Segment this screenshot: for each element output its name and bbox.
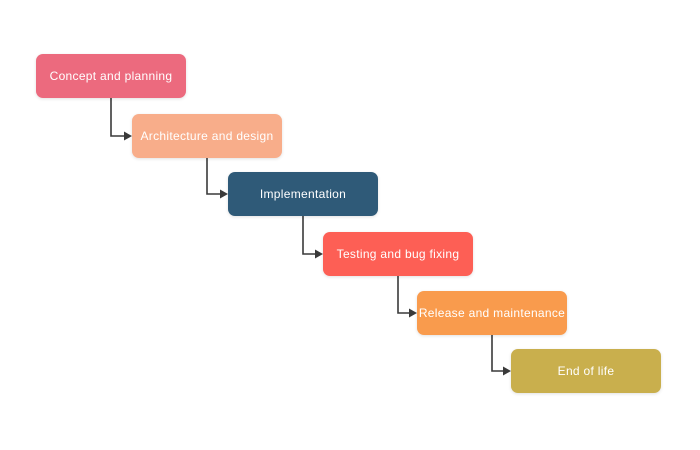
arrowhead-icon <box>220 189 228 199</box>
connector-arrow-1 <box>110 98 132 141</box>
stage-box-testing-and-bug-fixing[interactable]: Testing and bug fixing <box>323 232 473 276</box>
stage-box-architecture-and-design[interactable]: Architecture and design <box>132 114 282 158</box>
connector-arrow-5 <box>491 335 511 376</box>
stage-label: Architecture and design <box>140 128 274 143</box>
stage-box-concept-and-planning[interactable]: Concept and planning <box>36 54 186 98</box>
stage-label: Release and maintenance <box>418 305 566 320</box>
arrowhead-icon <box>315 249 323 259</box>
stage-label: Implementation <box>259 186 347 201</box>
arrowhead-icon <box>124 131 132 141</box>
stage-box-release-and-maintenance[interactable]: Release and maintenance <box>417 291 567 335</box>
stage-label: Testing and bug fixing <box>336 246 460 261</box>
stage-label: End of life <box>557 363 615 378</box>
connector-arrow-2 <box>206 158 228 199</box>
stage-label: Concept and planning <box>49 68 173 83</box>
stage-box-implementation[interactable]: Implementation <box>228 172 378 216</box>
arrowhead-icon <box>503 366 511 376</box>
stage-box-end-of-life[interactable]: End of life <box>511 349 661 393</box>
connector-arrow-3 <box>302 216 323 259</box>
connector-arrow-4 <box>397 276 417 318</box>
arrowhead-icon <box>409 308 417 318</box>
